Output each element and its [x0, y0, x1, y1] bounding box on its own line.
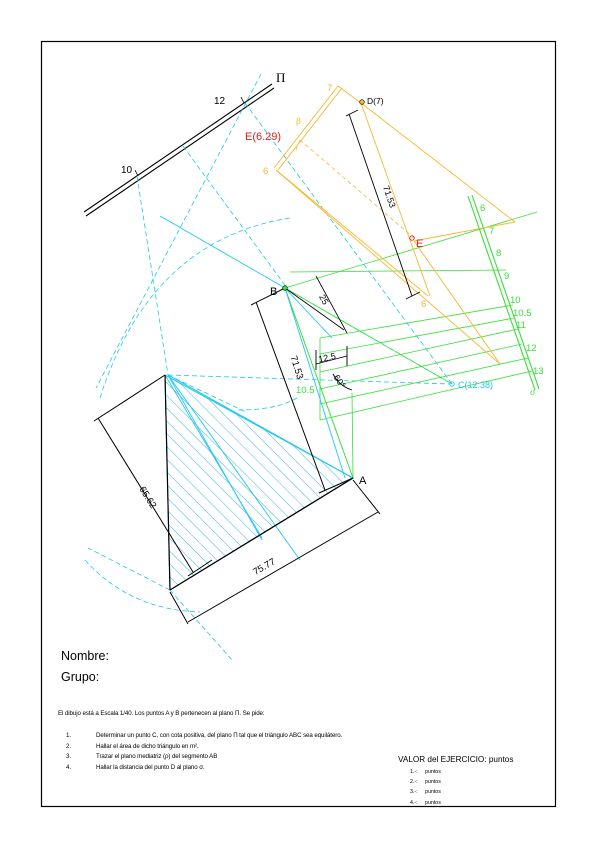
point-c-marker [449, 381, 455, 387]
point-a-label: A [359, 475, 367, 487]
statement-item: 2.Hallar el área de dicho triángulo en m… [66, 743, 199, 750]
orange-dashed [295, 139, 415, 239]
svg-text:9: 9 [504, 271, 509, 282]
svg-text:11: 11 [516, 320, 526, 331]
statement-intro: El dibujo está a Escala 1/40. Los puntos… [58, 710, 265, 717]
svg-text:13: 13 [533, 366, 544, 377]
hatched-triangle [164, 374, 354, 591]
statement-item: 1.Determinar un punto C, con cota positi… [66, 732, 343, 739]
cyan-dashed-lines [84, 73, 453, 661]
svg-text:7: 7 [489, 226, 494, 237]
statement-item: 3.Trazar el plano mediatriz (ρ) del segm… [66, 753, 218, 760]
svg-text:σ: σ [530, 388, 535, 398]
plane-mark-12: 12 [214, 96, 226, 107]
sheet-border [40, 40, 557, 808]
green-label-105: 10.5 [296, 385, 315, 396]
plane-pi-trace [83, 83, 275, 217]
dim-7153-top: 71.53 [381, 184, 398, 209]
valor-title: VALOR del EJERCICIO: puntos [398, 755, 514, 764]
svg-text:6: 6 [421, 299, 426, 310]
valor-item: 4.-:puntos [410, 800, 441, 806]
point-e-marker [409, 235, 415, 241]
green-scale-labels: 6 7 8 9 10 10.5 11 12 13 σ [480, 203, 544, 398]
dim-6562: 65.62 [136, 485, 158, 511]
svg-text:6: 6 [263, 166, 268, 177]
dim-125-label: 12.5 [317, 351, 336, 364]
dim-triangle [93, 374, 381, 625]
point-d-label: D(7) [367, 96, 384, 106]
dim-d-distance [345, 109, 421, 300]
point-e-given-label: E(6.29) [245, 131, 281, 143]
point-b-marker [282, 285, 288, 291]
dim-7153-mid: 71.53 [288, 355, 305, 381]
point-b-label: B [270, 286, 277, 298]
svg-text:10: 10 [510, 295, 521, 306]
dim-25: 25 [317, 293, 331, 307]
plane-mark-10: 10 [121, 165, 133, 176]
valor-item: 2.-:puntos [410, 779, 441, 785]
orange-construction [273, 85, 516, 365]
svg-text:10.5: 10.5 [513, 308, 532, 319]
svg-text:β: β [296, 117, 301, 127]
point-d-marker [359, 99, 365, 105]
dim-7577: 75.77 [251, 556, 277, 577]
point-e-label: E [416, 238, 423, 250]
valor-item: 1.-:puntos [410, 769, 441, 775]
orange-labels: 7 6 β 6 [263, 83, 426, 310]
svg-text:6: 6 [480, 203, 485, 214]
grupo-field-label: Grupo: [61, 670, 100, 684]
dim-125 [315, 346, 353, 391]
valor-item: 3.-:puntos [410, 789, 441, 795]
green-construction [284, 211, 538, 479]
svg-text:8: 8 [496, 248, 501, 259]
svg-text:12: 12 [526, 343, 537, 354]
statement-item: 4.Hallar la distancia del punto D al pla… [66, 764, 205, 771]
plane-pi-label: Π [276, 70, 285, 85]
point-c-label: C(12.38) [458, 380, 493, 390]
nombre-field-label: Nombre: [61, 649, 109, 663]
dim-ab [250, 275, 354, 494]
svg-text:7: 7 [327, 83, 332, 94]
